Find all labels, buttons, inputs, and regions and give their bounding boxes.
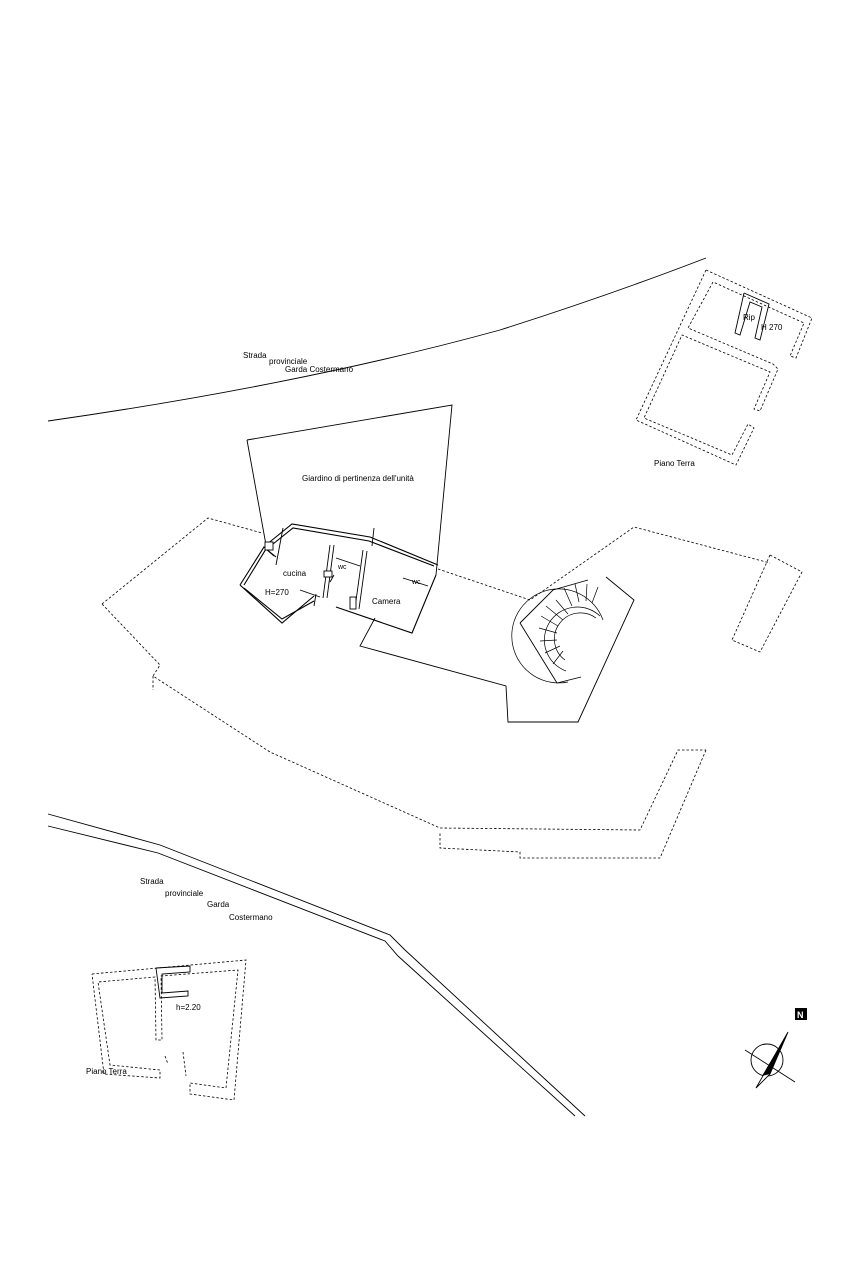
road-label-top-line1: Strada [243, 351, 267, 360]
road-upper [47, 257, 707, 422]
outbuilding-lower-left [91, 959, 247, 1101]
apartment-walls [239, 523, 439, 634]
outbuilding-upper-right [635, 269, 813, 466]
spiral-staircase [511, 579, 604, 684]
road-label-bottom-line1: Strada [140, 877, 164, 886]
terrace-outline [359, 576, 635, 723]
room-label-wc-2: wc [411, 579, 421, 586]
garden-area [246, 404, 453, 576]
road-lower [47, 813, 586, 1117]
property-boundary [101, 517, 803, 859]
floor-label-left: Piano Terra [86, 1067, 127, 1076]
north-arrow-icon [744, 1008, 807, 1089]
room-label-wc-1: wc [337, 564, 347, 571]
height-label-main: H=270 [265, 588, 289, 597]
room-label-kitchen: cucina [283, 569, 307, 578]
road-label-bottom-line3: Garda [207, 900, 230, 909]
storage-label: Rip [743, 313, 756, 322]
height-label-lower: h=2.20 [176, 1003, 201, 1012]
road-label-bottom-line4: Costermano [229, 913, 273, 922]
garden-label: Giardino di pertinenza dell'unità [302, 474, 414, 483]
road-label-top-line2: provinciale [269, 357, 308, 366]
height-label-upper: H 270 [761, 323, 783, 332]
floor-label-right: Piano Terra [654, 459, 695, 468]
road-label-bottom-line2: provinciale [165, 889, 204, 898]
road-label-top-line3: Garda Costermano [285, 365, 354, 374]
north-label: N [797, 1010, 804, 1020]
room-label-bedroom: Camera [372, 597, 401, 606]
